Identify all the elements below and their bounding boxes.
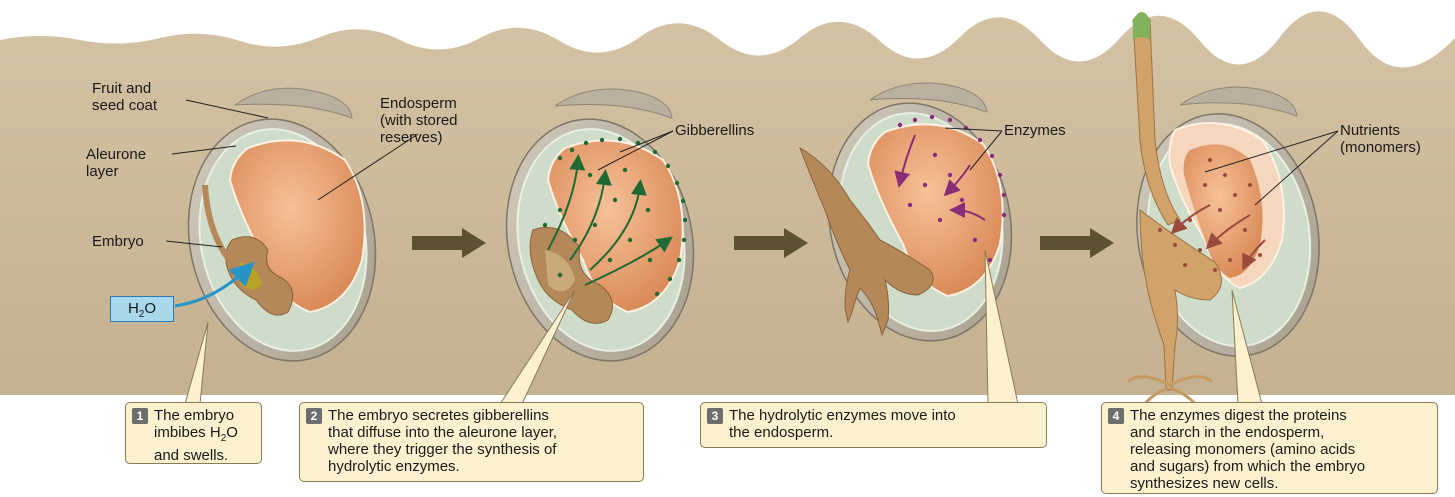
step-3-text: The hydrolytic enzymes move into the end…: [729, 407, 1038, 441]
label-fruit-seed-coat: Fruit and seed coat: [92, 80, 157, 114]
step-4-text: The enzymes digest the proteins and star…: [1130, 407, 1429, 492]
step-2-number: 2: [306, 408, 322, 424]
step-1-number: 1: [132, 408, 148, 424]
label-gibberellins: Gibberellins: [675, 122, 754, 139]
step-4-number: 4: [1108, 408, 1124, 424]
label-embryo: Embryo: [92, 233, 144, 250]
step-2-callout: 2 The embryo secretes gibberellins that …: [299, 402, 644, 482]
step-3-number: 3: [707, 408, 723, 424]
step-1-text: The embryo imbibes H2O and swells.: [154, 407, 253, 464]
label-endosperm: Endosperm (with stored reserves): [380, 95, 458, 146]
label-enzymes: Enzymes: [1004, 122, 1066, 139]
h2o-box: H2O: [110, 296, 174, 322]
step-1-callout: 1 The embryo imbibes H2O and swells.: [125, 402, 262, 464]
step-3-callout: 3 The hydrolytic enzymes move into the e…: [700, 402, 1047, 448]
label-nutrients: Nutrients (monomers): [1340, 122, 1421, 156]
label-aleurone-layer: Aleurone layer: [86, 146, 146, 180]
step-2-text: The embryo secretes gibberellins that di…: [328, 407, 635, 475]
step-4-callout: 4 The enzymes digest the proteins and st…: [1101, 402, 1438, 494]
